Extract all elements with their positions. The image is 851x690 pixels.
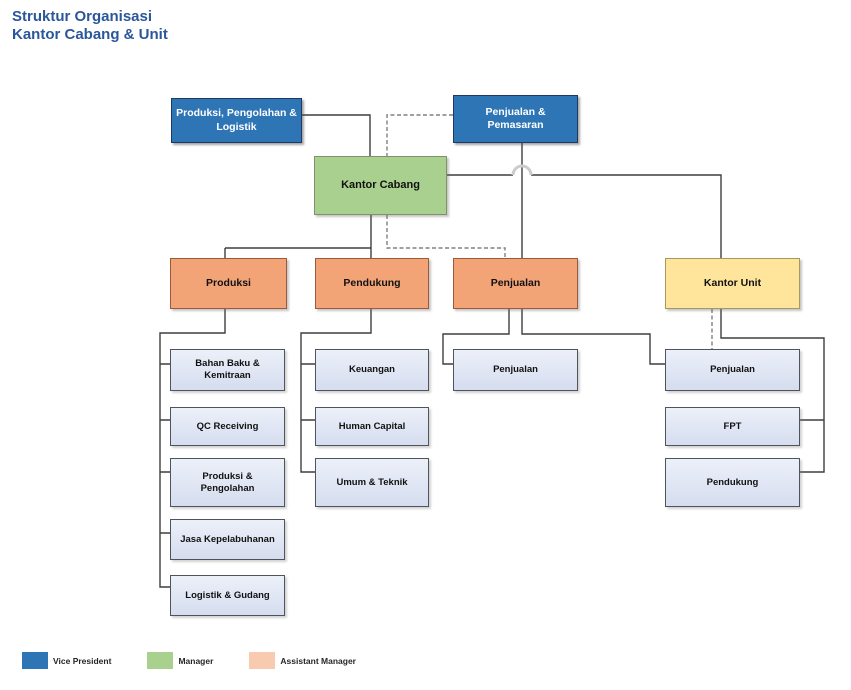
node-vp-penjualan-pemasaran: Penjualan & Pemasaran bbox=[453, 95, 578, 143]
dashed-vp-penjualan-to-cabang bbox=[386, 114, 453, 156]
node-produksi: Produksi bbox=[170, 258, 287, 309]
node-pendukung-unit: Pendukung bbox=[665, 458, 800, 507]
node-keuangan: Keuangan bbox=[315, 349, 429, 391]
legend: Vice President Manager Assistant Manager bbox=[22, 652, 356, 669]
node-penjualan-unit: Penjualan bbox=[665, 349, 800, 391]
node-kantor-cabang: Kantor Cabang bbox=[314, 156, 447, 215]
node-bahan-baku-kemitraan: Bahan Baku & Kemitraan bbox=[170, 349, 285, 391]
node-penjualan: Penjualan bbox=[453, 258, 578, 309]
connector-penjualan-child bbox=[442, 309, 510, 365]
connector-kantor-unit-children bbox=[720, 309, 825, 473]
legend-label-manager: Manager bbox=[178, 655, 214, 666]
node-pendukung: Pendukung bbox=[315, 258, 429, 309]
connector-produksi-children bbox=[159, 309, 226, 588]
node-produksi-pengolahan: Produksi & Pengolahan bbox=[170, 458, 285, 507]
connector-cabang-to-produksi-pendukung bbox=[224, 215, 372, 258]
node-umum-teknik: Umum & Teknik bbox=[315, 458, 429, 507]
page-title-line2: Kantor Cabang & Unit bbox=[12, 26, 168, 43]
legend-label-vice-president: Vice President bbox=[53, 655, 112, 666]
page-title: Struktur Organisasi Kantor Cabang & Unit bbox=[12, 8, 168, 44]
legend-swatch-vice-president bbox=[22, 652, 48, 669]
node-vp-produksi-pengolahan-logistik: Produksi, Pengolahan & Logistik bbox=[171, 98, 302, 143]
node-kantor-unit: Kantor Unit bbox=[665, 258, 800, 309]
legend-label-assistant-manager: Assistant Manager bbox=[280, 655, 356, 666]
legend-item-manager: Manager bbox=[147, 652, 213, 669]
legend-swatch-manager bbox=[147, 652, 174, 669]
node-logistik-gudang: Logistik & Gudang bbox=[170, 575, 285, 616]
node-penjualan-cabang: Penjualan bbox=[453, 349, 578, 391]
node-qc-receiving: QC Receiving bbox=[170, 407, 285, 446]
node-jasa-kepelabuhanan: Jasa Kepelabuhanan bbox=[170, 519, 285, 560]
connector-vp-produksi-to-cabang bbox=[302, 114, 371, 156]
line-hop-arc bbox=[511, 164, 533, 176]
legend-item-assistant-manager: Assistant Manager bbox=[249, 652, 356, 669]
connector-cabang-to-unit-right bbox=[531, 174, 722, 258]
legend-swatch-assistant-manager bbox=[249, 652, 276, 669]
node-human-capital: Human Capital bbox=[315, 407, 429, 446]
dashed-cabang-to-penjualan bbox=[386, 215, 506, 258]
connector-pendukung-children bbox=[300, 309, 372, 473]
legend-item-vice-president: Vice President bbox=[22, 652, 111, 669]
connector-penjualan-to-unit-child bbox=[521, 309, 665, 365]
node-fpt: FPT bbox=[665, 407, 800, 446]
page-title-line1: Struktur Organisasi bbox=[12, 8, 153, 25]
